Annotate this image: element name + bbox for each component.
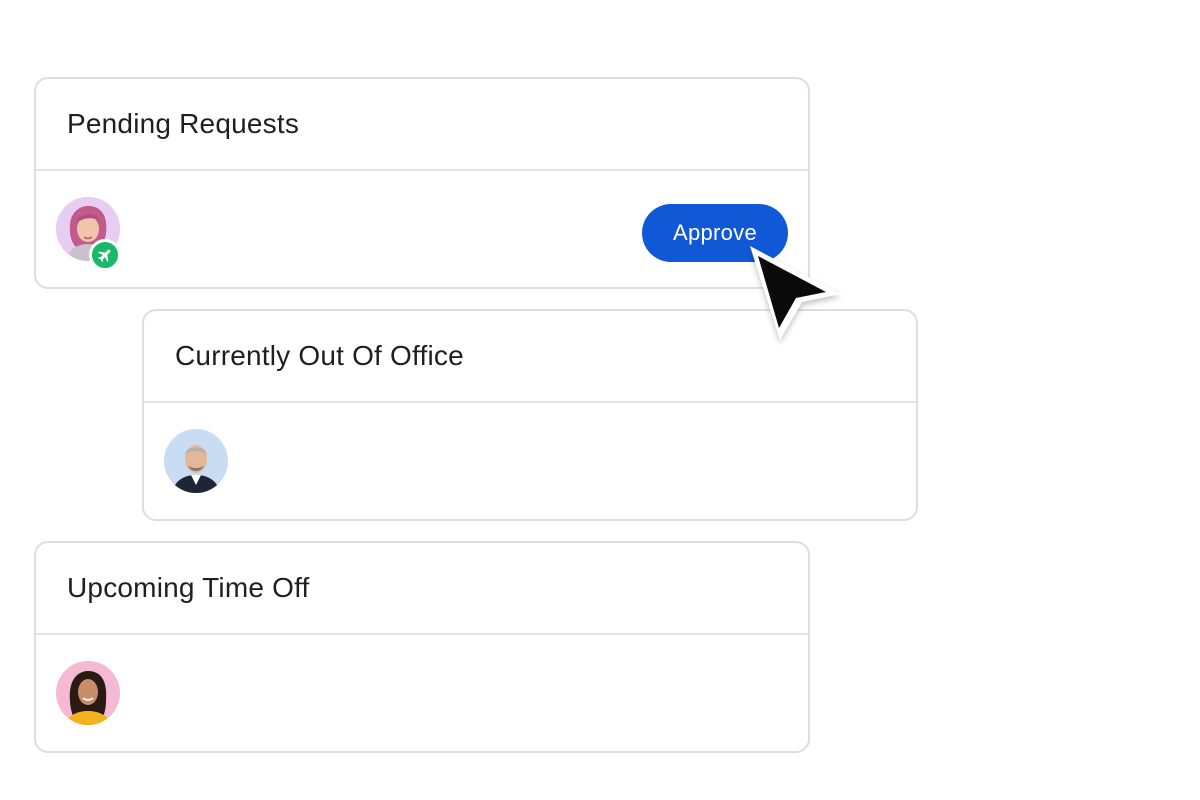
upcoming-time-off-card: Upcoming Time Off [34, 541, 810, 753]
approve-button[interactable]: Approve [642, 204, 788, 262]
card-body [144, 403, 916, 519]
card-header: Upcoming Time Off [36, 543, 808, 635]
airplane-icon [97, 249, 111, 263]
airplane-badge [89, 239, 121, 271]
card-title: Pending Requests [67, 108, 300, 139]
card-body [36, 635, 808, 751]
pending-requests-card: Pending Requests Approve [34, 77, 810, 289]
card-title: Currently Out Of Office [175, 340, 464, 371]
employee-avatar[interactable] [56, 661, 120, 725]
employee-avatar[interactable] [164, 429, 228, 493]
out-of-office-card: Currently Out Of Office [142, 309, 918, 521]
card-header: Pending Requests [36, 79, 808, 171]
card-title: Upcoming Time Off [67, 572, 310, 603]
card-header: Currently Out Of Office [144, 311, 916, 403]
requester-avatar[interactable] [56, 197, 120, 261]
card-body: Approve [36, 171, 808, 287]
